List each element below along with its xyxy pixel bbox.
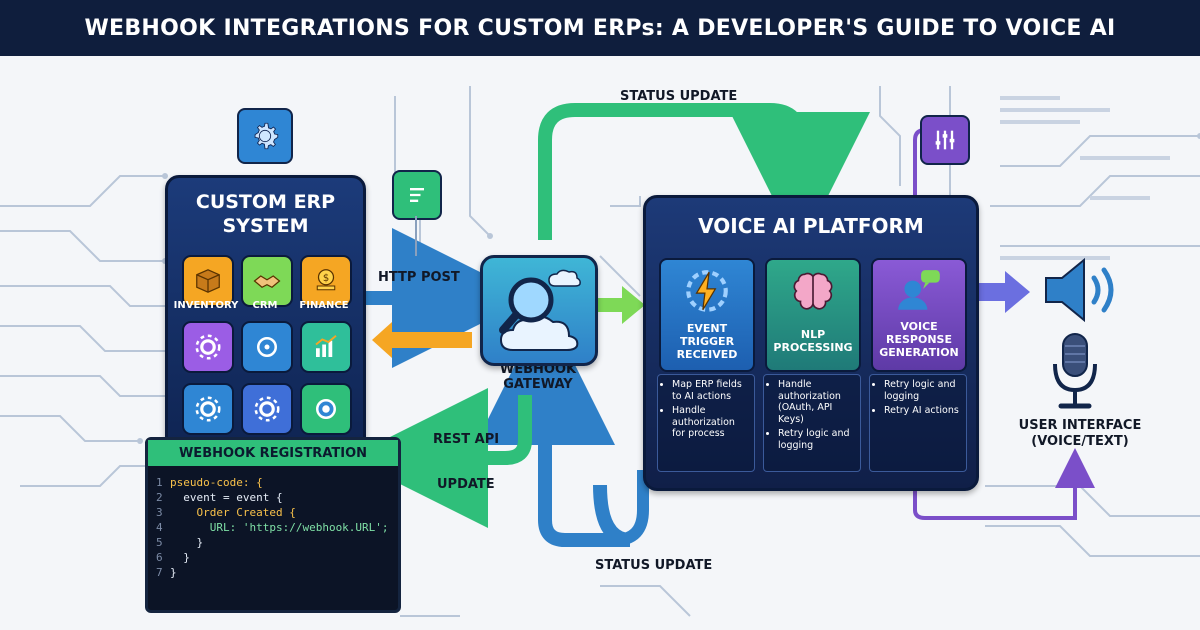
magnifier-cloud-icon bbox=[499, 269, 581, 351]
settings-gear-icon bbox=[182, 321, 234, 373]
document-connector bbox=[415, 216, 417, 256]
list-item: Handle authorization for process bbox=[672, 405, 750, 440]
handshake-icon bbox=[241, 255, 293, 307]
voice-platform-title: VOICE AI PLATFORM bbox=[698, 214, 924, 238]
cog-icon bbox=[182, 383, 234, 435]
http-post-label: HTTP POST bbox=[378, 270, 460, 285]
code-line: 3 Order Created { bbox=[156, 506, 296, 519]
gears-icon bbox=[241, 383, 293, 435]
gear-icon bbox=[237, 108, 293, 164]
status-update-bottom-connector bbox=[560, 470, 649, 546]
microphone-icon bbox=[1053, 333, 1097, 409]
person-speech-icon bbox=[898, 270, 940, 310]
brain-icon bbox=[793, 272, 833, 310]
code-line: 7} bbox=[156, 566, 177, 579]
user-interface-arrow bbox=[913, 448, 1095, 520]
stage-nlp-processing: NLP PROCESSING bbox=[765, 258, 861, 372]
code-line: 6 } bbox=[156, 551, 190, 564]
gateway-to-platform-arrow bbox=[597, 286, 645, 324]
status-update-bottom-label: STATUS UPDATE bbox=[595, 558, 713, 573]
bar-chart-icon bbox=[300, 321, 352, 373]
page-title: WEBHOOK INTEGRATIONS FOR CUSTOM ERPs: A … bbox=[84, 15, 1116, 41]
erp-return-arrow bbox=[372, 322, 472, 358]
title-bar: WEBHOOK INTEGRATIONS FOR CUSTOM ERPs: A … bbox=[0, 0, 1200, 56]
sliders-icon bbox=[920, 115, 970, 165]
stage-event-trigger: EVENT TRIGGER RECEIVED bbox=[659, 258, 755, 372]
speaker-icon bbox=[1045, 257, 1114, 323]
list-item: Handle authorization (OAuth, API Keys) bbox=[778, 379, 856, 425]
support-headset-icon bbox=[300, 383, 352, 435]
stage-voice-response: VOICE RESPONSE GENERATION bbox=[871, 258, 967, 372]
erp-title: CUSTOM ERP SYSTEM bbox=[195, 191, 336, 237]
webhook-gateway-box bbox=[480, 255, 598, 366]
circuit-background bbox=[0, 86, 1200, 617]
sync-icon bbox=[241, 321, 293, 373]
list-item: Retry logic and logging bbox=[884, 379, 962, 402]
module-inventory-label: INVENTORY bbox=[173, 300, 239, 311]
stage-voice-response-notes: Retry logic and logging Retry AI actions bbox=[869, 374, 967, 472]
rest-api-label: REST API bbox=[433, 432, 500, 447]
list-item: Map ERP fields to AI actions bbox=[672, 379, 750, 402]
custom-erp-panel: CUSTOM ERP SYSTEM $ INVENTORY CRM FINANC… bbox=[165, 175, 366, 456]
svg-text:$: $ bbox=[323, 273, 329, 284]
voice-ai-platform-panel: VOICE AI PLATFORM EVENT TRIGGER RECEIVED… bbox=[643, 195, 979, 491]
webhook-registration-title: WEBHOOK REGISTRATION bbox=[148, 440, 398, 466]
user-interface-label: USER INTERFACE (VOICE/TEXT) bbox=[1018, 418, 1142, 449]
code-line: 5 } bbox=[156, 536, 204, 549]
rest-api-arrow bbox=[348, 388, 532, 528]
module-crm-label: CRM bbox=[252, 300, 278, 311]
status-update-top-label: STATUS UPDATE bbox=[620, 89, 738, 104]
update-label: UPDATE bbox=[437, 477, 495, 492]
document-icon bbox=[392, 170, 442, 220]
code-line: 4 URL: 'https://webhook.URL'; bbox=[156, 521, 389, 534]
platform-to-speaker-arrow bbox=[975, 271, 1030, 313]
stage-voice-response-label: VOICE RESPONSE GENERATION bbox=[879, 320, 959, 359]
status-update-top-arrow bbox=[538, 103, 870, 252]
lightning-gear-icon bbox=[686, 270, 728, 312]
list-item: Retry AI actions bbox=[884, 405, 962, 417]
finance-coins-icon: $ bbox=[300, 255, 352, 307]
stage-nlp-label: NLP PROCESSING bbox=[773, 328, 853, 354]
list-item: Retry logic and logging bbox=[778, 428, 856, 451]
status-update-bottom-arrow bbox=[475, 305, 631, 547]
stage-event-trigger-notes: Map ERP fields to AI actions Handle auth… bbox=[657, 374, 755, 472]
stage-event-trigger-label: EVENT TRIGGER RECEIVED bbox=[676, 322, 738, 361]
code-line: 2 event = event { bbox=[156, 491, 283, 504]
inventory-box-icon bbox=[182, 255, 234, 307]
module-finance-label: FINANCE bbox=[299, 300, 349, 311]
stage-nlp-notes: Handle authorization (OAuth, API Keys) R… bbox=[763, 374, 861, 472]
